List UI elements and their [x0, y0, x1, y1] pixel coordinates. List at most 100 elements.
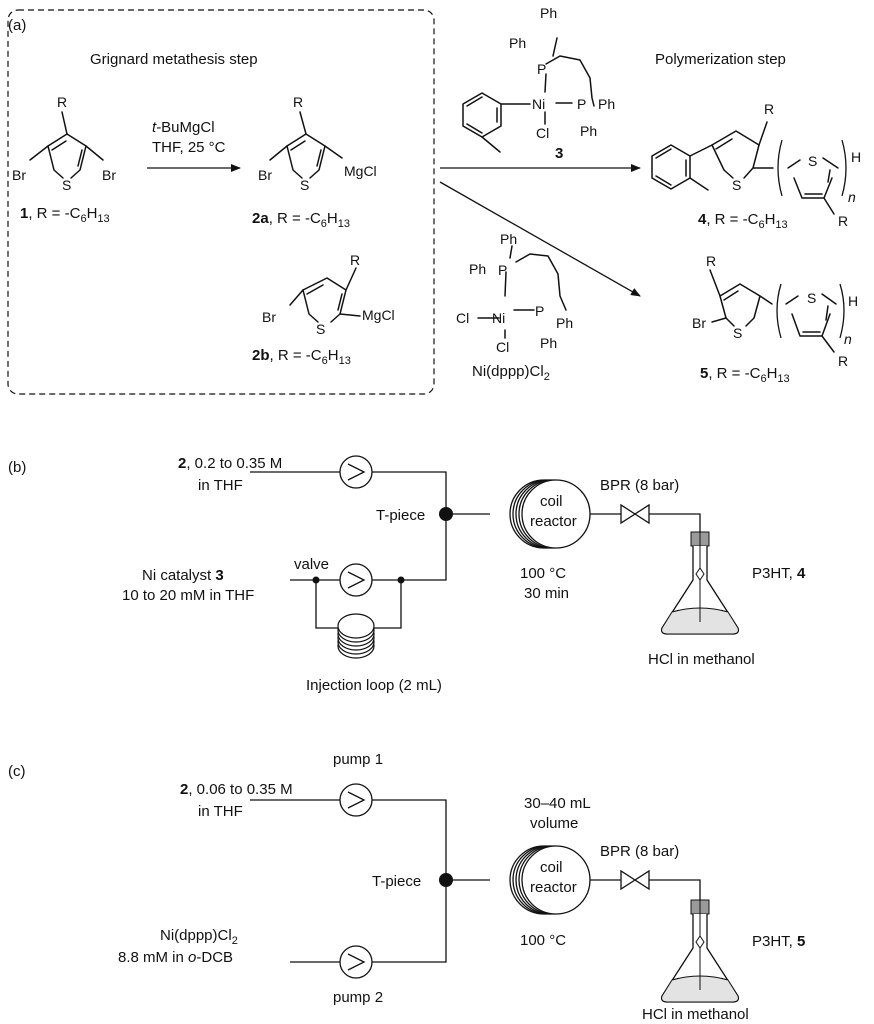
r-group-label: R	[838, 353, 848, 369]
phenyl-label: Ph	[540, 335, 557, 351]
nickel-catalyst-3: Ph Ph P Ni P Ph Ph Cl 3	[462, 5, 615, 162]
sulfur-label: S	[316, 321, 325, 337]
phosphorus-label: P	[535, 303, 544, 319]
pump-1-icon[interactable]	[339, 783, 373, 817]
repeat-bracket-left	[776, 283, 782, 339]
phenyl-label: Ph	[469, 261, 486, 277]
panel-a-tag: (a)	[8, 17, 26, 34]
reactor-volume: volume	[530, 815, 578, 832]
repeat-bracket-right	[839, 283, 845, 339]
pump-icon[interactable]	[339, 563, 373, 597]
sulfur-label: S	[807, 290, 816, 306]
r-group-label: R	[57, 94, 67, 110]
bpr-label: BPR (8 bar)	[600, 477, 679, 494]
collection-flask-icon	[660, 899, 740, 1003]
panel-a: (a) Grignard metathesis step Polymerizat…	[7, 5, 861, 395]
quench-label: HCl in methanol	[648, 651, 755, 668]
thiophene-compound-2a: R Br S MgCl	[258, 94, 377, 193]
repeat-n-label: n	[844, 331, 852, 347]
collection-flask-icon	[660, 531, 740, 635]
phosphorus-label: P	[577, 96, 586, 112]
phenyl-label: Ph	[598, 96, 615, 112]
compound-1-caption: 1, R = -C6H13	[20, 205, 110, 225]
nidppp-label: Ni(dppp)Cl2	[472, 363, 550, 383]
coil-reactor-label: coil	[540, 493, 563, 510]
pump-icon[interactable]	[339, 455, 373, 489]
repeat-bracket-left	[777, 139, 783, 197]
compound-2b-caption: 2b, R = -C6H13	[252, 347, 351, 367]
pump-2-icon[interactable]	[339, 945, 373, 979]
t-piece-junction	[439, 507, 453, 521]
phenyl-label: Ph	[556, 315, 573, 331]
product-label: P3HT, 4	[752, 565, 806, 582]
feed-1-label: 2, 0.06 to 0.35 M	[180, 781, 293, 798]
hydrogen-label: H	[851, 149, 861, 165]
bromo-label: Br	[258, 167, 272, 183]
polymer-4-caption: 4, R = -C6H13	[698, 211, 788, 231]
mgcl-label: MgCl	[362, 307, 395, 323]
polymerization-step-title: Polymerization step	[655, 51, 786, 68]
feed-2-label: Ni(dppp)Cl2	[160, 927, 238, 947]
bpr-valve-icon[interactable]	[620, 870, 650, 890]
phenyl-label: Ph	[580, 123, 597, 139]
polymer-5-caption: 5, R = -C6H13	[700, 365, 790, 385]
tubing-injection-loop	[315, 580, 402, 629]
hydrogen-label: H	[848, 293, 858, 309]
repeat-n-label: n	[848, 189, 856, 205]
r-group-label: R	[764, 101, 774, 117]
reactor-temperature: 100 °C	[520, 565, 566, 582]
thiophene-compound-1: R Br Br S	[12, 94, 116, 193]
feed-2-label: Ni catalyst 3	[142, 567, 224, 584]
nickel-dppp-dichloride: Ph Ph P Cl Ni P Ph Ph Cl Ni(dppp)Cl2	[456, 231, 573, 383]
product-label: P3HT, 5	[752, 933, 805, 950]
phosphorus-label: P	[537, 61, 546, 77]
phenyl-label: Ph	[509, 35, 526, 51]
sulfur-label: S	[300, 177, 309, 193]
r-group-label: R	[838, 213, 848, 229]
valve-label: valve	[294, 556, 329, 573]
residence-time: 30 min	[524, 585, 569, 602]
nickel-label: Ni	[492, 310, 505, 326]
nickel-label: Ni	[532, 96, 545, 112]
polymer-5-structure: R Br S S R H n	[692, 253, 858, 369]
tubing-feed-1	[250, 799, 447, 880]
feed-2-concentration: 10 to 20 mM in THF	[122, 587, 254, 604]
feed-1-solvent: in THF	[198, 477, 243, 494]
injection-loop-label: Injection loop (2 mL)	[306, 677, 442, 694]
coil-reactor-label: reactor	[530, 513, 577, 530]
coil-reactor-label: reactor	[530, 879, 577, 896]
r-group-label: R	[350, 252, 360, 268]
panel-c: (c) pump 1 pump 2 2, 0.06 to 0.35 M in T…	[8, 751, 805, 1023]
valve-junction	[397, 576, 405, 584]
bpr-valve-icon[interactable]	[620, 504, 650, 524]
repeat-bracket-right	[841, 139, 847, 197]
sulfur-label: S	[733, 325, 742, 341]
polymerization-arrow-to-5	[439, 181, 641, 297]
quench-label: HCl in methanol	[642, 1006, 749, 1023]
sulfur-label: S	[808, 153, 817, 169]
panel-b: (b) 2, 0.2 to 0.35 M in THF Ni catalyst …	[8, 455, 806, 694]
tubing-feed-1	[250, 471, 447, 514]
r-group-label: R	[706, 253, 716, 269]
feed-1-label: 2, 0.2 to 0.35 M	[178, 455, 282, 472]
phenyl-label: Ph	[540, 5, 557, 21]
reactor-temperature: 100 °C	[520, 932, 566, 949]
t-piece-label: T-piece	[376, 507, 425, 524]
bpr-label: BPR (8 bar)	[600, 843, 679, 860]
mgcl-label: MgCl	[344, 163, 377, 179]
compound-2a-caption: 2a, R = -C6H13	[252, 210, 350, 230]
bromo-label: Br	[262, 309, 276, 325]
thiophene-compound-2b: R Br S MgCl	[262, 252, 395, 337]
catalyst-3-number: 3	[555, 145, 563, 162]
grignard-step-title: Grignard metathesis step	[90, 51, 258, 68]
chloro-label: Cl	[456, 310, 469, 326]
bromo-label: Br	[12, 167, 26, 183]
feed-2-concentration: 8.8 mM in o-DCB	[118, 949, 233, 966]
phenyl-label: Ph	[500, 231, 517, 247]
phosphorus-label: P	[498, 262, 507, 278]
injection-loop-coil-icon[interactable]	[337, 613, 375, 659]
grignard-dashed-box	[7, 9, 435, 395]
polymer-4-structure: R S S R H n	[651, 101, 861, 229]
panel-c-tag: (c)	[8, 763, 26, 780]
